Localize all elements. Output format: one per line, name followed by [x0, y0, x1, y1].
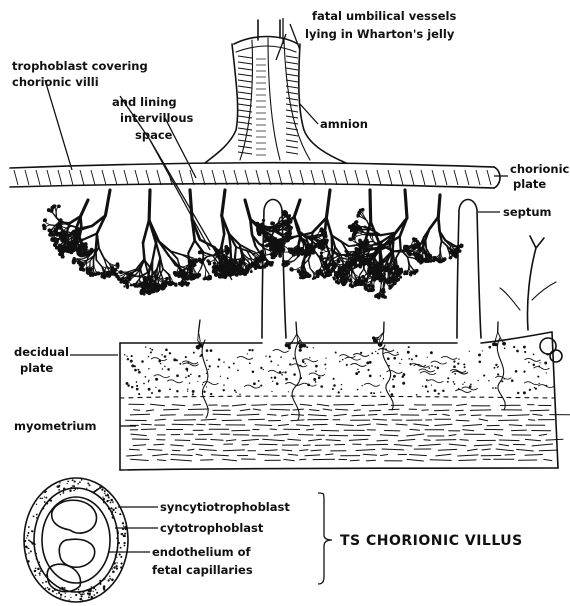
label-decidual-1: decidual: [14, 345, 69, 359]
label-septum: septum: [503, 205, 552, 219]
label-amnion: amnion: [320, 117, 368, 131]
label-trophoblast-1: trophoblast covering: [12, 59, 148, 73]
septum-middle: [262, 200, 286, 339]
label-lining-1: and lining: [112, 95, 177, 109]
decidual-plate: [120, 332, 558, 470]
label-myometrium: myometrium: [14, 419, 96, 433]
villus-tree-right: [255, 190, 463, 299]
decidual-texture: [124, 346, 554, 396]
spiral-arteries: [202, 338, 505, 420]
label-endothelium-1: endothelium of: [152, 545, 252, 559]
septum-right: [457, 200, 481, 339]
ts-chorionic-villus-section: [24, 478, 128, 602]
label-ts-chorionic-villus: TS CHORIONIC VILLUS: [340, 533, 523, 549]
label-decidual-2: plate: [20, 361, 53, 375]
label-chorionic-1: chorionic: [510, 162, 570, 176]
chorionic-plate-texture: [14, 170, 491, 185]
label-syncytiotrophoblast: syncytiotrophoblast: [160, 500, 290, 514]
myometrium-texture: [126, 404, 570, 461]
label-lining-2: intervillous: [120, 111, 194, 125]
label-trophoblast-2: chorionic villi: [12, 75, 99, 89]
cord-texture: [238, 56, 298, 155]
umbilical-cord: [205, 20, 346, 163]
label-cytotrophoblast: cytotrophoblast: [160, 521, 264, 535]
villus-stubs: [196, 320, 506, 349]
label-umbilical-1: fatal umbilical vessels: [312, 9, 456, 23]
label-lining-3: space: [135, 128, 173, 142]
villus-tree-left: [42, 190, 293, 296]
label-chorionic-2: plate: [513, 177, 546, 191]
label-umbilical-2: lying in Wharton's jelly: [305, 27, 455, 41]
label-endothelium-2: fetal capillaries: [152, 563, 253, 577]
